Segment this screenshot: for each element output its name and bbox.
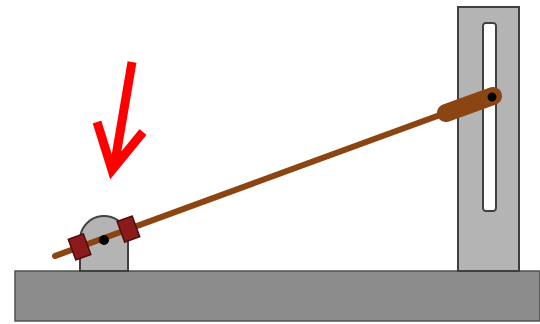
guide-slot	[482, 22, 497, 212]
arrow-shaft	[110, 61, 137, 163]
down-left-arrow-icon	[92, 61, 147, 180]
collar-right-block	[116, 215, 141, 244]
pivot-pin-icon	[99, 235, 109, 245]
arrow-head	[92, 120, 147, 180]
slider-pin-icon	[487, 92, 497, 102]
collar-left-block	[67, 232, 92, 261]
ground-base	[14, 270, 540, 322]
rod-slider-end	[437, 87, 502, 122]
pivot-collar	[67, 215, 141, 261]
